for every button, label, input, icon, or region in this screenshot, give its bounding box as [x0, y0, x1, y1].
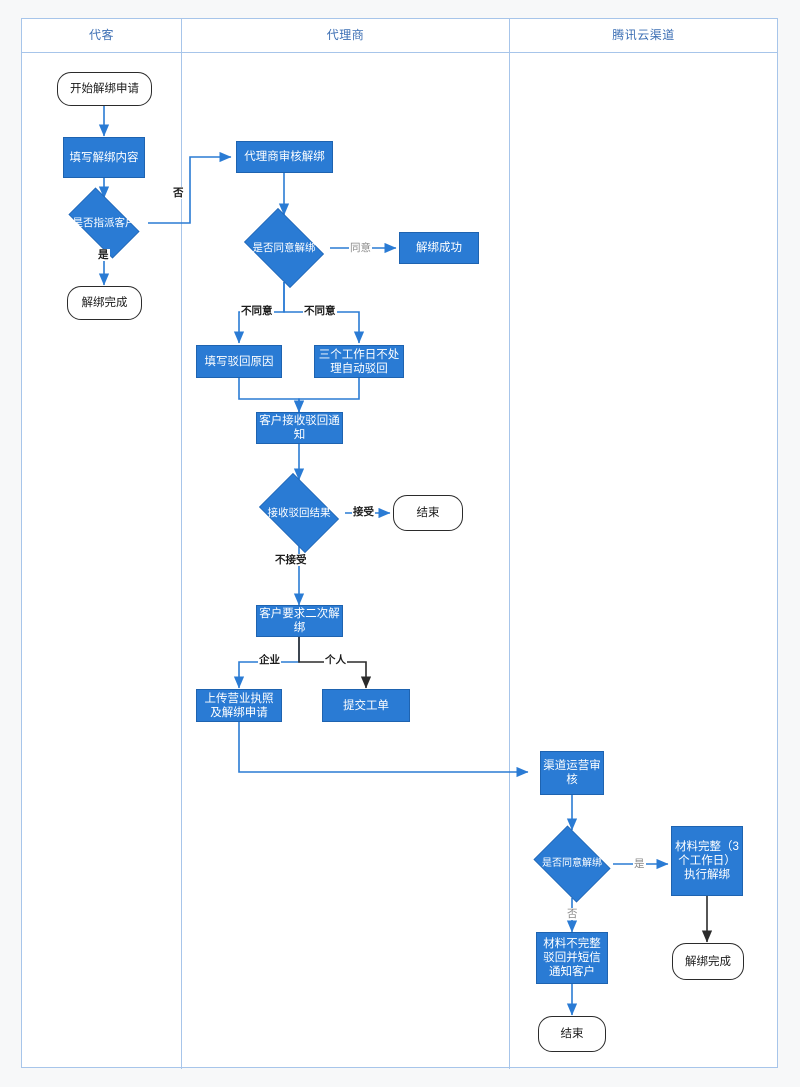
edge-label-assign-no: 否 — [172, 187, 185, 199]
node-upload-license-and-application[interactable]: 上传营业执照及解绑申请 — [196, 689, 282, 722]
lane-header-divider — [22, 52, 777, 53]
node-label: 三个工作日不处理自动驳回 — [318, 348, 400, 375]
node-end-tencent[interactable]: 结束 — [538, 1016, 606, 1052]
node-label: 解绑成功 — [416, 242, 462, 254]
edge-label-accept: 接受 — [352, 506, 375, 518]
node-auto-reject-three-days[interactable]: 三个工作日不处理自动驳回 — [314, 345, 404, 378]
node-customer-request-second-unbind[interactable]: 客户要求二次解绑 — [256, 605, 343, 637]
node-label: 是否同意解绑 — [252, 242, 316, 254]
node-label: 解绑完成 — [81, 297, 128, 309]
edge-label-enterprise: 企业 — [258, 654, 281, 666]
node-label: 是否指派客户 — [72, 217, 136, 229]
node-label: 结束 — [560, 1028, 584, 1040]
edge-label-ops-yes: 是 — [633, 858, 646, 870]
node-label: 客户接收驳回通知 — [259, 415, 340, 441]
node-label: 开始解绑申请 — [70, 83, 139, 95]
edge-assign-no-to-agent-review — [148, 151, 232, 224]
swimlane-container: 代客 代理商 腾讯云渠道 — [21, 18, 778, 1069]
node-customer-receive-reject-notice[interactable]: 客户接收驳回通知 — [256, 412, 343, 444]
edge-label-agree: 同意 — [349, 242, 372, 254]
node-decision-receive-reject-result[interactable]: 接收驳回结果 — [253, 473, 345, 553]
node-channel-ops-review[interactable]: 渠道运营审核 — [540, 751, 604, 795]
node-fill-reject-reason[interactable]: 填写驳回原因 — [196, 345, 282, 378]
node-start-unbind-request[interactable]: 开始解绑申请 — [57, 72, 152, 106]
node-materials-incomplete-reject-sms[interactable]: 材料不完整驳回并短信通知客户 — [536, 932, 608, 984]
lane-divider-2 — [509, 19, 510, 1069]
edge-label-individual: 个人 — [324, 654, 347, 666]
node-label: 客户要求二次解绑 — [259, 608, 340, 634]
node-end-agent[interactable]: 结束 — [393, 495, 463, 531]
node-label: 提交工单 — [343, 699, 389, 712]
edge-reason-to-notice — [238, 378, 305, 413]
node-label: 是否同意解绑 — [542, 858, 602, 869]
node-label: 解绑完成 — [685, 955, 731, 968]
lane-divider-1 — [181, 19, 182, 1069]
node-unbind-complete-tencent[interactable]: 解绑完成 — [672, 943, 744, 980]
node-submit-ticket[interactable]: 提交工单 — [322, 689, 410, 722]
lane-title-agent: 代理商 — [326, 28, 365, 42]
node-label: 材料完整（3个工作日）执行解绑 — [675, 841, 739, 881]
node-label: 上传营业执照及解绑申请 — [204, 692, 274, 719]
node-unbind-complete-customer[interactable]: 解绑完成 — [67, 286, 142, 320]
node-decision-ops-agree[interactable]: 是否同意解绑 — [529, 825, 615, 903]
node-unbind-success[interactable]: 解绑成功 — [399, 232, 479, 264]
edge-label-disagree-left: 不同意 — [240, 305, 274, 317]
lane-title-customer: 代客 — [88, 28, 114, 42]
node-label: 填写驳回原因 — [204, 355, 274, 368]
edge-label-disagree-right: 不同意 — [303, 305, 337, 317]
node-fill-unbind-content[interactable]: 填写解绑内容 — [63, 137, 145, 178]
node-decision-assign-customer[interactable]: 是否指派客户 — [60, 187, 148, 259]
edge-label-not-accept: 不接受 — [274, 554, 308, 566]
node-label: 填写解绑内容 — [69, 151, 139, 164]
node-label: 渠道运营审核 — [543, 760, 601, 786]
node-materials-complete-execute-unbind[interactable]: 材料完整（3个工作日）执行解绑 — [671, 826, 743, 896]
edge-upload-to-ops-review — [238, 722, 529, 778]
node-decision-agent-agree[interactable]: 是否同意解绑 — [238, 208, 330, 288]
edge-label-ops-no: 否 — [566, 908, 579, 920]
node-label: 接收驳回结果 — [267, 507, 331, 519]
lane-title-tencent: 腾讯云渠道 — [612, 28, 675, 42]
edge-label-assign-yes: 是 — [97, 249, 110, 261]
node-label: 代理商审核解绑 — [244, 151, 325, 163]
node-label: 材料不完整驳回并短信通知客户 — [543, 938, 601, 978]
node-label: 结束 — [416, 507, 440, 519]
edge-auto-to-notice — [293, 378, 360, 413]
node-agent-review-unbind[interactable]: 代理商审核解绑 — [236, 141, 333, 173]
